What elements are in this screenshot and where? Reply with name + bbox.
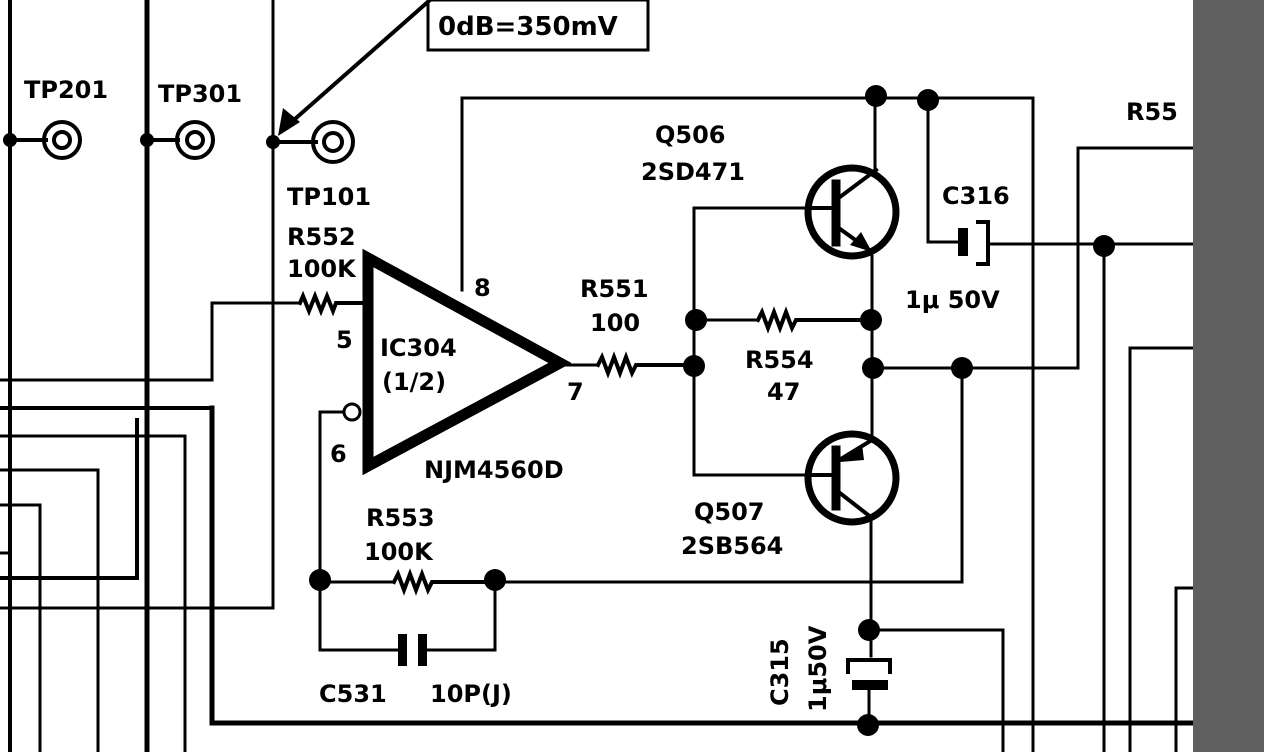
transistor-q506: Q506 2SD471 (641, 121, 900, 260)
c531-value: 10P(J) (430, 680, 512, 708)
tp201-label: TP201 (24, 76, 108, 104)
q506-emitter-arrow (850, 232, 872, 252)
c316-ref: C316 (942, 182, 1010, 210)
r553-value: 100K (364, 538, 434, 566)
tp301-label: TP301 (158, 80, 242, 108)
q507-part: 2SB564 (681, 532, 783, 560)
pin-7-label: 7 (567, 378, 584, 406)
test-point-tp101: TP101 (266, 120, 371, 211)
capacitor-c531: C531 10P(J) (318, 578, 512, 708)
ic304-part: NJM4560D (424, 456, 564, 484)
r552-value: 100K (287, 255, 357, 283)
c315-value: 1μ50V (804, 625, 832, 712)
r554-ref: R554 (745, 346, 814, 374)
r552-ref: R552 (287, 223, 356, 251)
r551-ref: R551 (580, 275, 649, 303)
test-point-tp201: TP201 (3, 76, 108, 160)
transistor-q507: Q507 2SB564 (681, 430, 900, 560)
q506-part: 2SD471 (641, 158, 745, 186)
test-point-tp301: TP301 (140, 80, 242, 160)
pin-5-label: 5 (336, 326, 353, 354)
capacitor-c316: C316 1μ 50V (905, 98, 1195, 314)
note-arrow-head (278, 108, 300, 136)
c315-ref: C315 (766, 638, 794, 706)
resistor-r553: R553 100K (318, 504, 497, 596)
level-note-text: 0dB=350mV (438, 12, 618, 42)
viewer-side-panel (1193, 0, 1264, 752)
r555-partial-ref: R55 (1126, 98, 1178, 126)
r551-value: 100 (590, 309, 640, 337)
tp101-label: TP101 (287, 183, 371, 211)
ic304-unit: (1/2) (382, 368, 446, 396)
pin-6-label: 6 (330, 440, 347, 468)
opamp-ic304: IC304 (1/2) NJM4560D 5 6 7 8 (330, 248, 584, 484)
resistor-r554: R554 47 (694, 306, 873, 406)
q507-emitter-arrow (840, 444, 864, 462)
junction-c315-bottom (857, 714, 879, 736)
resistor-r552: R552 100K (287, 223, 370, 317)
left-bus-wires (0, 0, 1196, 752)
c531-ref: C531 (319, 680, 387, 708)
r554-value: 47 (767, 378, 800, 406)
q506-ref: Q506 (655, 121, 726, 149)
capacitor-c315: C315 1μ50V (766, 625, 892, 725)
q507-ref: Q507 (694, 498, 765, 526)
junction-feedback-left (309, 569, 331, 591)
inverting-input-bubble (342, 402, 362, 422)
r553-ref: R553 (366, 504, 435, 532)
junction-r554-right (860, 309, 882, 331)
resistor-r551: R551 100 (558, 275, 696, 379)
c316-value: 1μ 50V (905, 286, 1000, 314)
right-edge-wires: R55 (1126, 98, 1195, 752)
level-note: 0dB=350mV (278, 0, 650, 136)
ic304-ref: IC304 (380, 334, 457, 362)
pin-8-label: 8 (474, 274, 491, 302)
